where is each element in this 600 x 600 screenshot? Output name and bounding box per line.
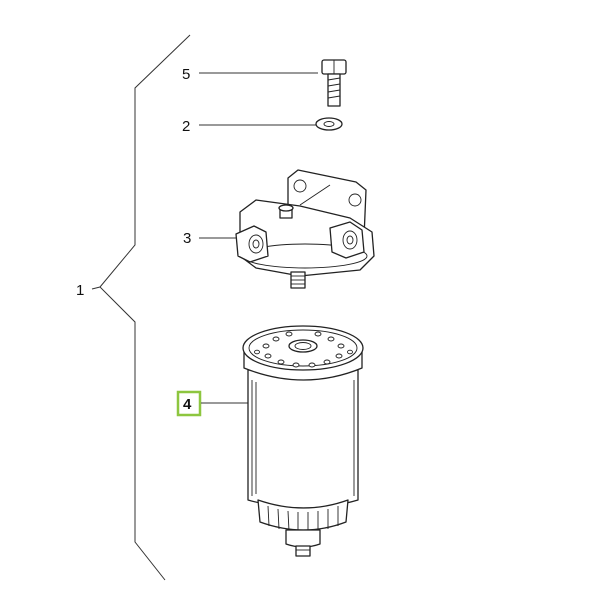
washer-part[interactable] [315, 117, 343, 131]
bolt-part[interactable] [321, 59, 347, 107]
leader-line-1 [91, 286, 101, 290]
callout-3[interactable]: 3 [183, 230, 191, 247]
callout-2[interactable]: 2 [182, 118, 190, 135]
callout-4-highlight [176, 390, 202, 417]
callout-4[interactable]: 4 [183, 396, 192, 413]
callout-1[interactable]: 1 [76, 282, 84, 299]
filter-holes [254, 331, 353, 368]
group-bracket [99, 34, 191, 581]
filter-cartridge-part[interactable] [242, 325, 364, 557]
callout-5[interactable]: 5 [182, 66, 190, 83]
filter-head-part[interactable] [235, 169, 375, 289]
